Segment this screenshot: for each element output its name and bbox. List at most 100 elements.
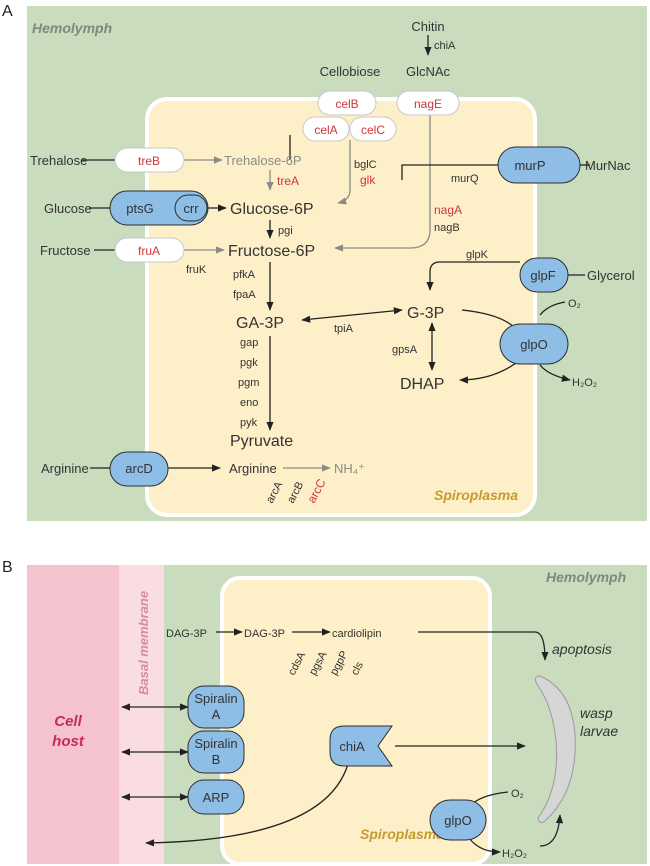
fpaa-label: fpaA <box>233 289 256 301</box>
arrow-glpf-g3p <box>426 261 520 291</box>
spiralin-a-label-1: Spiralin <box>194 691 237 706</box>
hemolymph-label-a: Hemolymph <box>32 20 112 36</box>
frua-label: fruA <box>138 244 160 258</box>
arrow-ga3p-g3p <box>301 307 403 323</box>
dag3p-out-label: DAG-3P <box>166 628 207 640</box>
glpo-enzyme-b <box>429 799 487 841</box>
glpf-transporter <box>519 257 569 293</box>
wasp-label-2: larvae <box>580 723 618 739</box>
glpo-enzyme-a <box>499 323 569 365</box>
arcd-label: arcD <box>125 461 152 476</box>
pgi-label: pgi <box>278 225 293 237</box>
basal-membrane-region <box>119 565 164 864</box>
cela-pill <box>302 116 350 142</box>
gpsa-label: gpsA <box>392 344 418 356</box>
spiroplasma-label-b: Spiroplasma <box>360 826 444 842</box>
fruk-label: fruK <box>186 264 207 276</box>
arrow-bglc-glucose6p <box>337 140 351 205</box>
eno-label: eno <box>240 397 258 409</box>
gap-label: gap <box>240 337 258 349</box>
arp-protein <box>187 779 245 815</box>
cellobiose-label: Cellobiose <box>320 64 381 79</box>
glk-label: glk <box>360 173 376 187</box>
fructose-label: Fructose <box>40 243 91 258</box>
arrow-cardiolipin-apoptosis <box>418 631 549 661</box>
trea-label: treA <box>277 174 299 188</box>
glucose6p-label: Glucose-6P <box>230 201 314 218</box>
glpf-label: glpF <box>530 268 555 283</box>
line-murp-murq <box>401 164 498 180</box>
spiralin-a-label-2: A <box>212 707 221 722</box>
spiroplasma-label-a: Spiroplasma <box>434 487 518 503</box>
bglc-label: bglC <box>354 159 377 171</box>
glpo-label-a: glpO <box>520 337 547 352</box>
murnac-label: MurNac <box>585 158 631 173</box>
glycerol-label: Glycerol <box>587 268 635 283</box>
cell-host-label-2: host <box>52 733 85 750</box>
murp-label: murP <box>514 158 545 173</box>
panel-a-letter: A <box>2 3 13 20</box>
pgm-label: pgm <box>238 377 259 389</box>
cls-label: cls <box>349 659 366 677</box>
ga3p-label: GA-3P <box>236 315 284 332</box>
arcd-transporter <box>109 451 169 487</box>
chia-enzyme-label: chiA <box>434 40 456 52</box>
nage-label: nagE <box>414 97 442 111</box>
naga-label: nagA <box>434 203 462 217</box>
o2-label-b: O₂ <box>511 788 524 800</box>
cela-label: celA <box>314 123 337 137</box>
treb-label: treB <box>138 154 160 168</box>
apoptosis-label: apoptosis <box>552 641 612 657</box>
nh4-label: NH₄⁺ <box>334 461 365 476</box>
wasp-label-1: wasp <box>580 705 613 721</box>
nagb-label: nagB <box>434 222 460 234</box>
spiralin-b-label-1: Spiralin <box>194 736 237 751</box>
arginine-out-label: Arginine <box>41 461 89 476</box>
panel-b-letter: B <box>2 559 13 576</box>
arrow-h2o2-wasp <box>539 814 564 847</box>
ptsg-label: ptsG <box>126 201 153 216</box>
chia-enzyme-b <box>329 725 393 767</box>
murq-label: murQ <box>451 173 479 185</box>
treb-pill <box>114 147 185 173</box>
glucose-label: Glucose <box>44 201 92 216</box>
cardiolipin-label: cardiolipin <box>332 628 382 640</box>
line-o2-glpo <box>539 301 566 316</box>
cell-host-label-1: Cell <box>54 713 82 730</box>
glpo-label-b: glpO <box>444 813 471 828</box>
wasp-larva-icon <box>534 675 576 824</box>
cell-host-region <box>27 565 119 864</box>
arrow-chia-host <box>145 763 349 847</box>
celc-pill <box>349 116 397 142</box>
g3p-label: G-3P <box>407 305 444 322</box>
glcnac-label: GlcNAc <box>406 64 451 79</box>
trehalose6p-label: Trehalose-6P <box>224 153 302 168</box>
pfka-label: pfkA <box>233 269 256 281</box>
chia-label-b: chiA <box>339 739 365 754</box>
celb-label: celB <box>335 97 358 111</box>
frua-pill <box>114 237 185 263</box>
chitin-label: Chitin <box>411 19 444 34</box>
dag3p-in-label: DAG-3P <box>244 628 285 640</box>
arrow-glpo-h2o2 <box>539 364 571 382</box>
hemolymph-label-b: Hemolymph <box>546 569 626 585</box>
celb-pill <box>317 90 377 116</box>
basal-membrane-label: Basal membrane <box>136 591 151 695</box>
spiroplasma-cell-a <box>145 97 537 517</box>
pyruvate-label: Pyruvate <box>230 433 293 450</box>
o2-label-a: O₂ <box>568 298 581 310</box>
arrow-nag-fructose6p <box>334 114 431 252</box>
fructose6p-label: Fructose-6P <box>228 243 315 260</box>
spiralin-a <box>187 685 245 729</box>
dhap-label: DHAP <box>400 376 444 393</box>
spiralin-b <box>187 730 245 774</box>
pyk-label: pyk <box>240 417 258 429</box>
tpia-label: tpiA <box>334 323 354 335</box>
celc-label: celC <box>361 123 385 137</box>
glpk-label: glpK <box>466 249 489 261</box>
crr-subunit <box>174 194 208 222</box>
h2o2-label-a: H₂O₂ <box>572 377 597 389</box>
murp-transporter <box>497 146 581 184</box>
pgk-label: pgk <box>240 357 258 369</box>
